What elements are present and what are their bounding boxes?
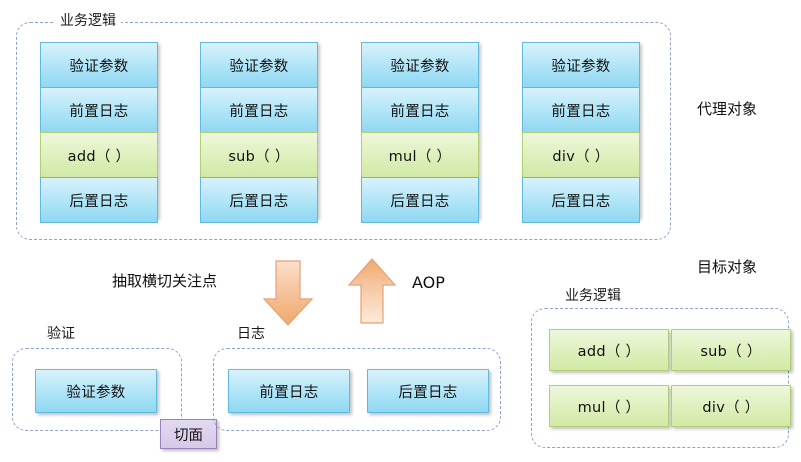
- extract-crosscutting-label: 抽取横切关注点: [112, 272, 218, 290]
- cell-method-add: add（ ）: [40, 132, 158, 177]
- group-business-logic-top-label: 业务逻辑: [55, 13, 121, 29]
- target-method-add: add（ ）: [549, 329, 669, 371]
- target-object-title: 目标对象: [697, 258, 758, 276]
- cell-validate-params: 验证参数: [361, 42, 479, 87]
- group-business-logic-bottom-label: 业务逻辑: [560, 288, 626, 304]
- cell-after-log: 后置日志: [361, 177, 479, 223]
- group-log: [213, 348, 501, 431]
- proxy-column-add: 验证参数 前置日志 add（ ） 后置日志: [40, 42, 158, 223]
- cell-method-div: div（ ）: [522, 132, 640, 177]
- cell-after-log: 后置日志: [200, 177, 318, 223]
- cell-before-log: 前置日志: [40, 87, 158, 132]
- proxy-column-sub: 验证参数 前置日志 sub（ ） 后置日志: [200, 42, 318, 223]
- cell-validate-params: 验证参数: [40, 42, 158, 87]
- group-validation: [12, 348, 182, 431]
- advice-before-log: 前置日志: [228, 369, 350, 413]
- cell-before-log: 前置日志: [522, 87, 640, 132]
- group-business-logic-bottom: [531, 308, 789, 448]
- arrow-down-icon: [261, 259, 315, 328]
- cell-after-log: 后置日志: [40, 177, 158, 223]
- cell-method-mul: mul（ ）: [361, 132, 479, 177]
- group-business-logic-top: [16, 22, 671, 240]
- cell-after-log: 后置日志: [522, 177, 640, 223]
- arrow-up-icon: [347, 256, 397, 326]
- cell-before-log: 前置日志: [361, 87, 479, 132]
- advice-after-log: 后置日志: [367, 369, 489, 413]
- aop-label: AOP: [412, 273, 445, 292]
- target-method-sub: sub（ ）: [671, 329, 791, 371]
- proxy-column-div: 验证参数 前置日志 div（ ） 后置日志: [522, 42, 640, 223]
- aspect-chip: 切面: [160, 419, 217, 449]
- cell-validate-params: 验证参数: [522, 42, 640, 87]
- cell-before-log: 前置日志: [200, 87, 318, 132]
- proxy-object-title: 代理对象: [697, 100, 758, 118]
- proxy-column-mul: 验证参数 前置日志 mul（ ） 后置日志: [361, 42, 479, 223]
- advice-validate-params: 验证参数: [35, 369, 157, 413]
- cell-validate-params: 验证参数: [200, 42, 318, 87]
- group-validation-label: 验证: [42, 326, 80, 342]
- target-method-div: div（ ）: [671, 385, 791, 427]
- group-log-label: 日志: [232, 326, 270, 342]
- cell-method-sub: sub（ ）: [200, 132, 318, 177]
- target-method-mul: mul（ ）: [549, 385, 669, 427]
